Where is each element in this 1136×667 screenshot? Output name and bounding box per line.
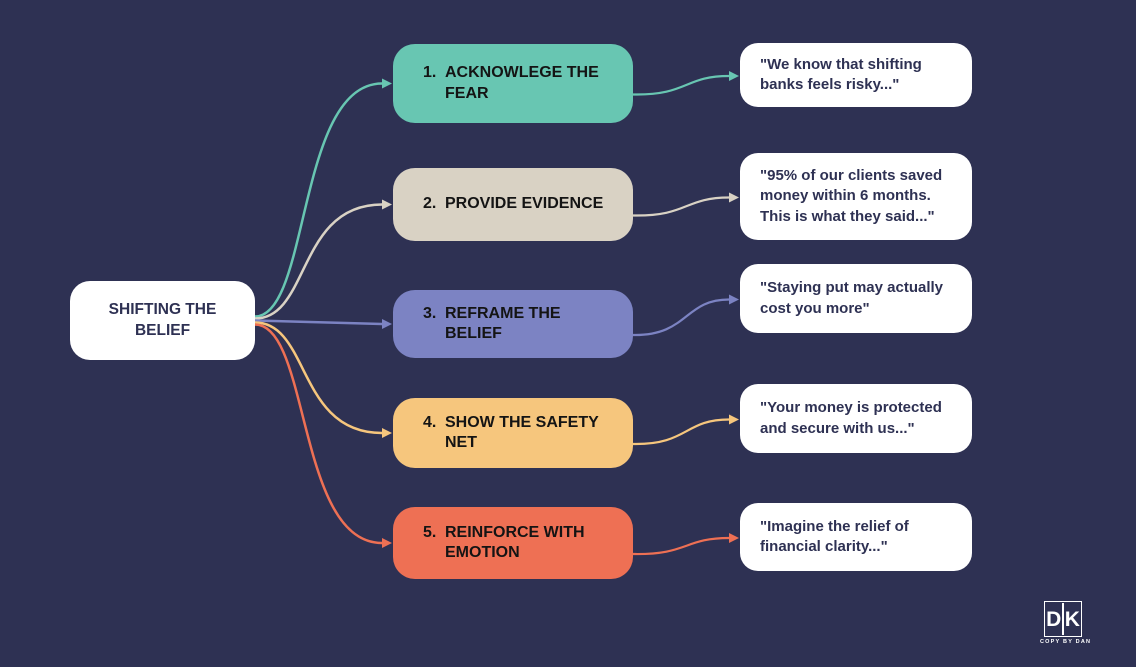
step-number: 5. bbox=[423, 523, 437, 541]
step-node-1: 1. ACKNOWLEGE THE FEAR bbox=[393, 44, 633, 123]
quote-card-5: "Imagine the relief of financial clarity… bbox=[740, 503, 972, 571]
quote-text: "Imagine the relief of financial clarity… bbox=[760, 517, 909, 555]
step-node-3: 3. REFRAME THE BELIEF bbox=[393, 290, 633, 358]
step-number: 1. bbox=[423, 64, 437, 82]
dk-logo: D K COPY BY DAN bbox=[1040, 601, 1092, 645]
quote-text: "Your money is protected and secure with… bbox=[760, 399, 942, 437]
quote-card-3: "Staying put may actually cost you more" bbox=[740, 264, 972, 333]
quote-text: "95% of our clients saved money within 6… bbox=[760, 167, 943, 225]
step-node-5: 5. REINFORCE WITH EMOTION bbox=[393, 507, 633, 579]
step-node-2: 2. PROVIDE EVIDENCE bbox=[393, 168, 633, 241]
quote-card-2: "95% of our clients saved money within 6… bbox=[740, 153, 972, 240]
step-label: ACKNOWLEGE THE FEAR bbox=[445, 64, 599, 102]
step-number: 3. bbox=[423, 304, 437, 322]
logo-letter-d: D bbox=[1046, 607, 1062, 631]
quote-text: "We know that shifting banks feels risky… bbox=[760, 55, 922, 93]
step-number: 2. bbox=[423, 195, 437, 213]
step-label: SHOW THE SAFETY NET bbox=[445, 413, 599, 451]
dk-logo-mark: D K bbox=[1044, 601, 1082, 637]
step-label: REFRAME THE BELIEF bbox=[445, 304, 561, 342]
step-node-4: 4. SHOW THE SAFETY NET bbox=[393, 398, 633, 468]
root-node-label: SHIFTING THE BELIEF bbox=[108, 301, 217, 339]
logo-tagline: COPY BY DAN bbox=[1040, 639, 1092, 645]
quote-card-4: "Your money is protected and secure with… bbox=[740, 384, 972, 453]
root-node-shifting-the-belief: SHIFTING THE BELIEF bbox=[70, 281, 255, 360]
logo-divider-line bbox=[1062, 603, 1064, 635]
quote-text: "Staying put may actually cost you more" bbox=[760, 279, 943, 317]
step-number: 4. bbox=[423, 413, 437, 431]
logo-letter-k: K bbox=[1064, 607, 1080, 631]
step-label: PROVIDE EVIDENCE bbox=[445, 195, 604, 213]
quote-card-1: "We know that shifting banks feels risky… bbox=[740, 43, 972, 107]
step-label: REINFORCE WITH EMOTION bbox=[445, 523, 585, 561]
